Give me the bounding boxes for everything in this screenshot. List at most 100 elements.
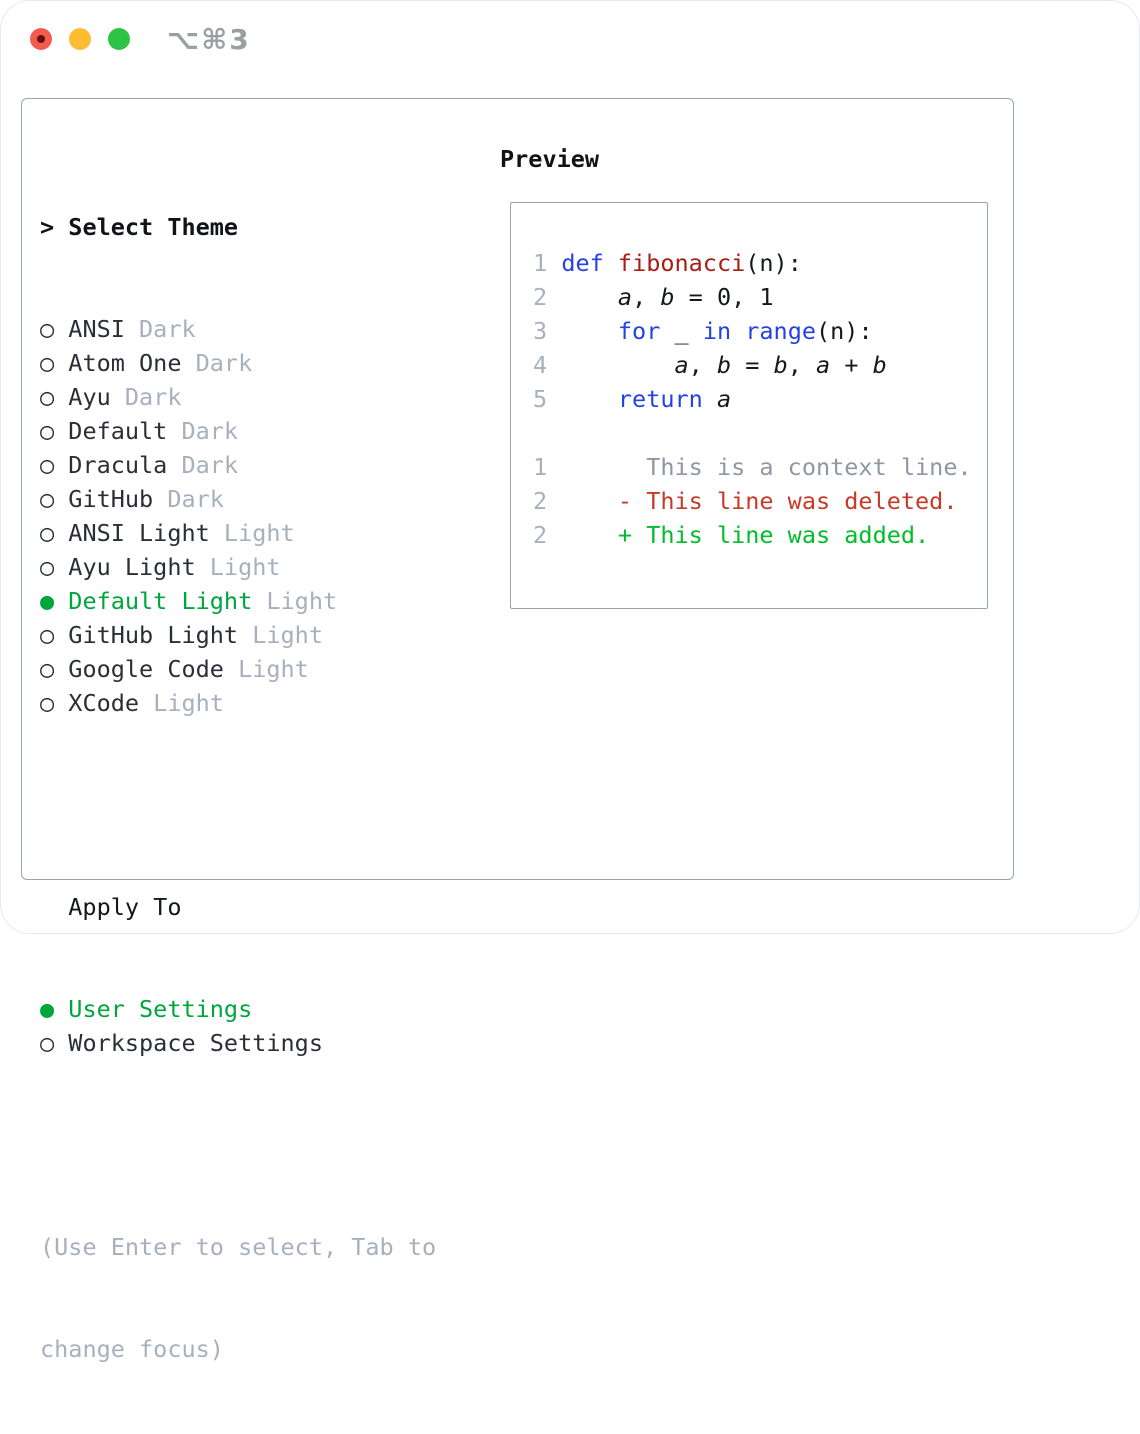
line-number: 5 bbox=[533, 382, 547, 416]
theme-list-column: > Select Theme ○ ANSI Dark○ Atom One Dar… bbox=[40, 142, 495, 1434]
radio-icon: ○ bbox=[40, 485, 68, 513]
code-line: 2 + This line was added. bbox=[533, 518, 987, 552]
code-segment-p: _ bbox=[660, 317, 702, 345]
apply-option-workspace-settings[interactable]: ○ Workspace Settings bbox=[40, 1026, 495, 1060]
theme-variant: Light bbox=[224, 655, 309, 683]
spacer bbox=[40, 1128, 495, 1162]
code-segment-v: a bbox=[618, 283, 632, 311]
line-number: 3 bbox=[533, 314, 547, 348]
theme-option-google-code-light[interactable]: ○ Google Code Light bbox=[40, 652, 495, 686]
radio-icon: ○ bbox=[40, 315, 68, 343]
close-button[interactable] bbox=[30, 28, 52, 50]
code-line: 2 a, b = 0, 1 bbox=[533, 280, 987, 314]
theme-name: GitHub Light bbox=[68, 621, 238, 649]
radio-icon: ○ bbox=[40, 1029, 68, 1057]
theme-option-atom-one-dark[interactable]: ○ Atom One Dark bbox=[40, 346, 495, 380]
app-window: ⌥⌘3 > Select Theme ○ ANSI Dark○ Atom One… bbox=[0, 0, 1140, 934]
apply-target-name: User Settings bbox=[68, 995, 252, 1023]
code-segment-p: + bbox=[830, 351, 872, 379]
radio-icon: ○ bbox=[40, 655, 68, 683]
cursor-prefix: > bbox=[40, 213, 68, 241]
theme-option-dracula-dark[interactable]: ○ Dracula Dark bbox=[40, 448, 495, 482]
code-line: 1 This is a context line. bbox=[533, 450, 987, 484]
theme-name: XCode bbox=[68, 689, 139, 717]
code-segment-kw: in bbox=[703, 317, 731, 345]
line-number: 1 bbox=[533, 246, 547, 280]
theme-name: Default Light bbox=[68, 587, 252, 615]
code-segment-p bbox=[561, 317, 618, 345]
theme-variant: Light bbox=[196, 553, 281, 581]
theme-option-github-light-light[interactable]: ○ GitHub Light Light bbox=[40, 618, 495, 652]
code-segment-kw: def bbox=[561, 249, 603, 277]
theme-options-list: ○ ANSI Dark○ Atom One Dark○ Ayu Dark○ De… bbox=[40, 312, 495, 720]
theme-option-github-dark[interactable]: ○ GitHub Dark bbox=[40, 482, 495, 516]
apply-target-name: Workspace Settings bbox=[68, 1029, 323, 1057]
code-line bbox=[533, 416, 987, 450]
traffic-lights bbox=[30, 28, 130, 50]
code-segment-p: , bbox=[632, 283, 660, 311]
code-segment-p bbox=[731, 317, 745, 345]
apply-option-user-settings[interactable]: ● User Settings bbox=[40, 992, 495, 1026]
theme-option-default-dark[interactable]: ○ Default Dark bbox=[40, 414, 495, 448]
theme-variant: Dark bbox=[167, 417, 238, 445]
code-segment-p: (n): bbox=[745, 249, 802, 277]
code-segment-fn: fibonacci bbox=[618, 249, 745, 277]
selected-radio-icon: ● bbox=[40, 995, 68, 1023]
theme-option-ayu-dark[interactable]: ○ Ayu Dark bbox=[40, 380, 495, 414]
code-segment-p: = 0, 1 bbox=[675, 283, 774, 311]
theme-option-ansi-light-light[interactable]: ○ ANSI Light Light bbox=[40, 516, 495, 550]
code-line: 5 return a bbox=[533, 382, 987, 416]
radio-icon: ○ bbox=[40, 553, 68, 581]
theme-name: Dracula bbox=[68, 451, 167, 479]
code-segment-add: + This line was added. bbox=[561, 521, 929, 549]
selected-radio-icon: ● bbox=[40, 587, 68, 615]
theme-name: Ayu Light bbox=[68, 553, 195, 581]
code-line: 4 a, b = b, a + b bbox=[533, 348, 987, 382]
theme-option-ayu-light-light[interactable]: ○ Ayu Light Light bbox=[40, 550, 495, 584]
code-line: 1 def fibonacci(n): bbox=[533, 246, 987, 280]
theme-variant: Dark bbox=[181, 349, 252, 377]
code-segment-p bbox=[703, 385, 717, 413]
code-segment-v: b bbox=[660, 283, 674, 311]
code-segment-p: , bbox=[788, 351, 816, 379]
minimize-button[interactable] bbox=[69, 28, 91, 50]
radio-icon: ○ bbox=[40, 621, 68, 649]
code-segment-kw: range bbox=[745, 317, 816, 345]
code-segment-del: - This line was deleted. bbox=[561, 487, 957, 515]
theme-option-default-light-light[interactable]: ● Default Light Light bbox=[40, 584, 495, 618]
radio-icon: ○ bbox=[40, 519, 68, 547]
code-segment-p bbox=[561, 283, 618, 311]
code-segment-p bbox=[561, 351, 674, 379]
zoom-button[interactable] bbox=[108, 28, 130, 50]
theme-picker-panel: > Select Theme ○ ANSI Dark○ Atom One Dar… bbox=[21, 98, 1014, 880]
theme-variant: Light bbox=[139, 689, 224, 717]
theme-variant: Light bbox=[238, 621, 323, 649]
theme-variant: Dark bbox=[167, 451, 238, 479]
theme-option-xcode-light[interactable]: ○ XCode Light bbox=[40, 686, 495, 720]
code-segment-kw: return bbox=[618, 385, 703, 413]
apply-options-list: ● User Settings○ Workspace Settings bbox=[40, 992, 495, 1060]
radio-icon: ○ bbox=[40, 349, 68, 377]
line-number: 4 bbox=[533, 348, 547, 382]
theme-variant: Light bbox=[252, 587, 337, 615]
select-theme-heading: > Select Theme bbox=[40, 210, 495, 244]
preview-heading: Preview bbox=[500, 142, 599, 176]
code-segment-p: , bbox=[689, 351, 717, 379]
line-number: 2 bbox=[533, 518, 547, 552]
close-icon bbox=[37, 35, 45, 43]
code-segment-v: a bbox=[675, 351, 689, 379]
code-segment-v: a bbox=[717, 385, 731, 413]
theme-variant: Dark bbox=[153, 485, 224, 513]
code-line: 2 - This line was deleted. bbox=[533, 484, 987, 518]
titlebar: ⌥⌘3 bbox=[1, 1, 1139, 77]
theme-name: Atom One bbox=[68, 349, 181, 377]
hint-text-line-1: (Use Enter to select, Tab to bbox=[40, 1230, 495, 1264]
line-number bbox=[533, 416, 547, 450]
spacer bbox=[40, 788, 495, 822]
apply-to-heading: Apply To bbox=[40, 890, 495, 924]
theme-option-ansi-dark[interactable]: ○ ANSI Dark bbox=[40, 312, 495, 346]
theme-name: GitHub bbox=[68, 485, 153, 513]
hint-text-line-2: change focus) bbox=[40, 1332, 495, 1366]
